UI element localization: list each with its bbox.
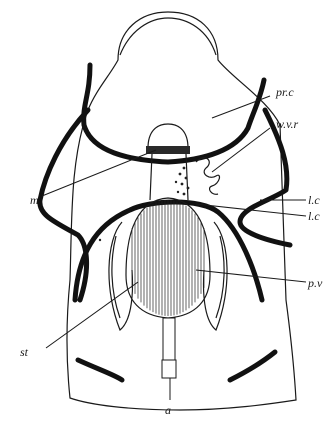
- label-l-c-lower: l.c: [308, 209, 320, 223]
- leader-m: [42, 150, 156, 196]
- lateral-coelom-line: [75, 202, 262, 300]
- bottom-right-line: [230, 352, 275, 380]
- label-a: a: [165, 403, 171, 417]
- water-vascular-ring: [196, 158, 219, 195]
- label-l-c-upper: l.c: [308, 193, 320, 207]
- cell-dot: [99, 239, 101, 241]
- bottom-left-line: [78, 360, 122, 380]
- label-st: st: [20, 345, 29, 359]
- leader-st: [46, 282, 138, 348]
- label-p-v: p.v: [307, 276, 323, 290]
- intestine: [163, 318, 175, 360]
- stomach-hatching: [132, 200, 204, 316]
- label-pr-c: pr.c: [275, 85, 294, 99]
- leader-p-v: [196, 270, 306, 282]
- label-m: m: [30, 193, 39, 207]
- dome: [148, 124, 188, 148]
- label-w-v-r: w.v.r: [276, 117, 299, 131]
- mouth-band: [146, 146, 190, 154]
- anus-end: [162, 360, 176, 378]
- leader-pr-c: [212, 96, 270, 118]
